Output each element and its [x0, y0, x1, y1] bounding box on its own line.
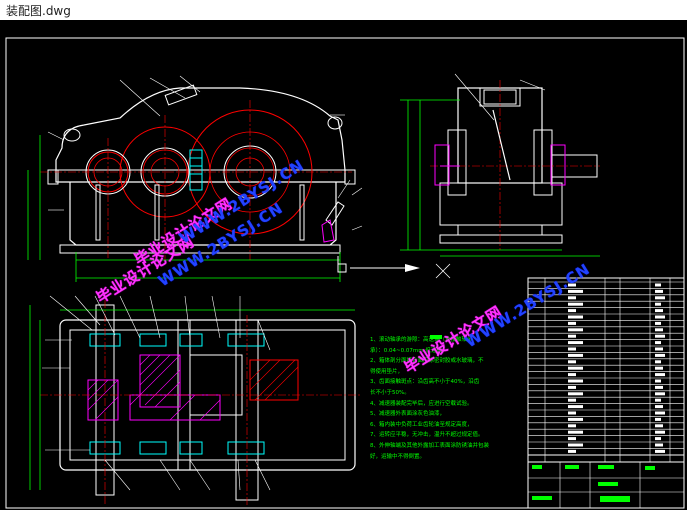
parts-row-material [655, 315, 665, 319]
parts-row-material [655, 430, 665, 434]
file-title: 装配图.dwg [6, 4, 71, 18]
parts-row-name [568, 424, 576, 428]
parts-row-name [568, 283, 576, 287]
note-line-1: 1、滚动轴承的游隙：高速轴（角接触轴承 [370, 337, 473, 343]
parts-row-name [568, 334, 576, 338]
parts-row-name [568, 437, 576, 441]
note-line-8: 5、减速器外表面涂灰色油漆， [370, 411, 446, 418]
parts-row-material [655, 302, 661, 306]
note-line-9: 6、箱内装中负荷工业齿轮油至规定高度， [370, 421, 473, 428]
parts-row-material [655, 385, 663, 389]
side-view [400, 73, 600, 279]
note-line-11: 8、外伸轴端及其他外露加工表面涂防锈油并包装 [370, 442, 490, 449]
parts-row-material [655, 405, 663, 409]
technical-notes: 1、滚动轴承的游隙：高速轴（角接触轴承 承）：0.04~0.07mm 低速轴。 … [370, 335, 530, 462]
parts-row-material [655, 328, 663, 332]
drawing-frame [5, 37, 685, 509]
parts-row-material [655, 321, 661, 325]
parts-row-name [568, 417, 583, 421]
parts-row-material [655, 341, 661, 345]
parts-row-name [568, 289, 583, 293]
parts-row-material [655, 353, 665, 357]
cad-drawing [5, 37, 685, 509]
parts-row-material [655, 366, 663, 370]
note-line-5: 3、齿面接触斑点：沿齿高不小于40%，沿齿 [370, 379, 480, 386]
parts-row-material [655, 437, 661, 441]
front-view [27, 75, 420, 282]
note-line-7: 4、减速器装配完毕后，应进行空载试验。 [370, 400, 473, 407]
note-line-10: 7、运转应平稳，无冲击，温升不超过规定值。 [370, 432, 484, 439]
parts-row-material [655, 289, 663, 293]
parts-list [527, 277, 685, 509]
note-line-12: 好，运输中不得倒置。 [370, 453, 426, 460]
parts-row-material [655, 443, 663, 447]
parts-row-name [568, 373, 576, 377]
parts-row-name [568, 341, 583, 345]
parts-row-name [568, 360, 576, 364]
parts-row-material [655, 424, 663, 428]
parts-row-name [568, 411, 576, 415]
parts-row-name [568, 430, 583, 434]
parts-row-name [568, 347, 576, 351]
parts-row-material [655, 411, 665, 415]
parts-row-name [568, 309, 576, 313]
parts-row-material [655, 449, 665, 453]
parts-row-name [568, 443, 583, 447]
parts-row-name [568, 398, 576, 402]
parts-row-name [568, 353, 583, 357]
parts-row-name [568, 405, 583, 409]
parts-row-material [655, 373, 665, 377]
parts-row-name [568, 321, 576, 325]
parts-row-name [568, 392, 583, 396]
parts-row-material [655, 309, 663, 313]
parts-row-name [568, 379, 583, 383]
parts-row-material [655, 334, 665, 338]
window-titlebar: 装配图.dwg [0, 0, 687, 20]
parts-row-material [655, 283, 661, 287]
top-section-view [29, 295, 360, 505]
parts-row-material [655, 392, 665, 396]
cad-drawing-canvas[interactable]: 1、滚动轴承的游隙：高速轴（角接触轴承 承）：0.04~0.07mm 低速轴。 … [0, 20, 687, 510]
parts-row-material [655, 379, 661, 383]
note-line-4: 得使用垫片， [370, 368, 404, 375]
parts-row-name [568, 385, 576, 389]
parts-row-name [568, 315, 583, 319]
parts-row-material [655, 347, 663, 351]
note-line-3: 2、箱体剖分面接合面应涂密封胶或水玻璃，不 [370, 358, 484, 365]
parts-row-material [655, 417, 661, 421]
parts-row-name [568, 296, 576, 300]
note-line-6: 长不小于50%。 [370, 389, 410, 396]
parts-row-material [655, 360, 661, 364]
note-line-2: 承）：0.04~0.07mm 低速轴。 [370, 347, 448, 354]
parts-row-name [568, 366, 583, 370]
parts-row-name [568, 449, 576, 453]
parts-row-material [655, 296, 665, 300]
parts-row-material [655, 398, 661, 402]
parts-row-name [568, 328, 583, 332]
parts-row-name [568, 302, 583, 306]
